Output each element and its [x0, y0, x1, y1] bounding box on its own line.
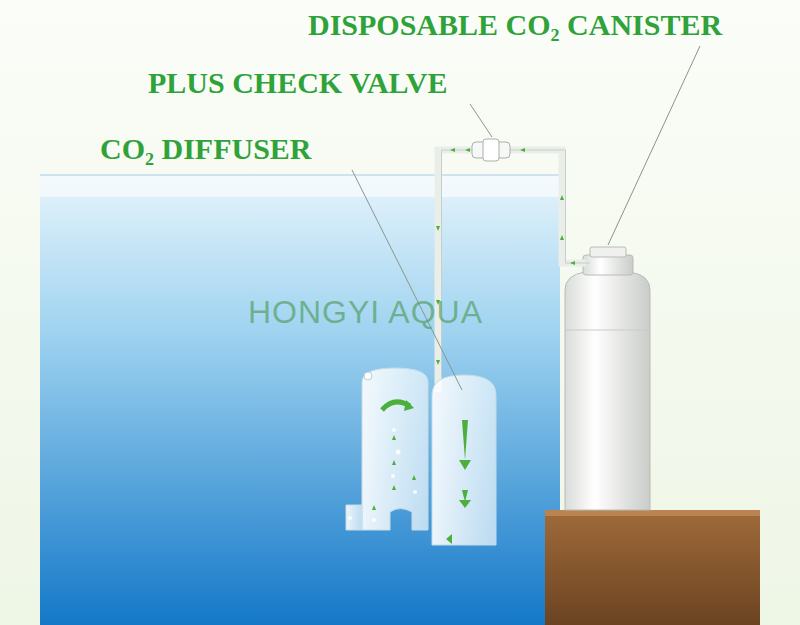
callout-label: CO₂ DIFFUSER: [100, 134, 312, 164]
canister-seam: [565, 330, 650, 331]
check-valve-body: [483, 139, 499, 161]
tank-edge: [40, 174, 560, 176]
co2-canister: [565, 272, 650, 510]
flow-arrows: [372, 148, 575, 544]
bubbles: [348, 428, 417, 522]
aquarium-water: [40, 175, 560, 625]
diffuser-right-chamber: [432, 375, 496, 545]
watermark: HONGYI AQUA: [248, 296, 483, 328]
canister-cap: [583, 255, 633, 275]
stand-top: [545, 510, 760, 516]
wooden-stand: [545, 510, 760, 625]
diffuser-cap: [364, 372, 372, 380]
callout-label: PLUS CHECK VALVE: [148, 68, 448, 98]
co2-tube: [438, 150, 586, 392]
diffuser-foot: [346, 505, 362, 530]
tank-rim: [40, 175, 560, 197]
tube-shade: [442, 150, 590, 392]
callout-label: DISPOSABLE CO₂ CANISTER: [308, 10, 722, 40]
canister-valve: [590, 247, 626, 257]
diffuser-left-chamber: [362, 368, 428, 530]
